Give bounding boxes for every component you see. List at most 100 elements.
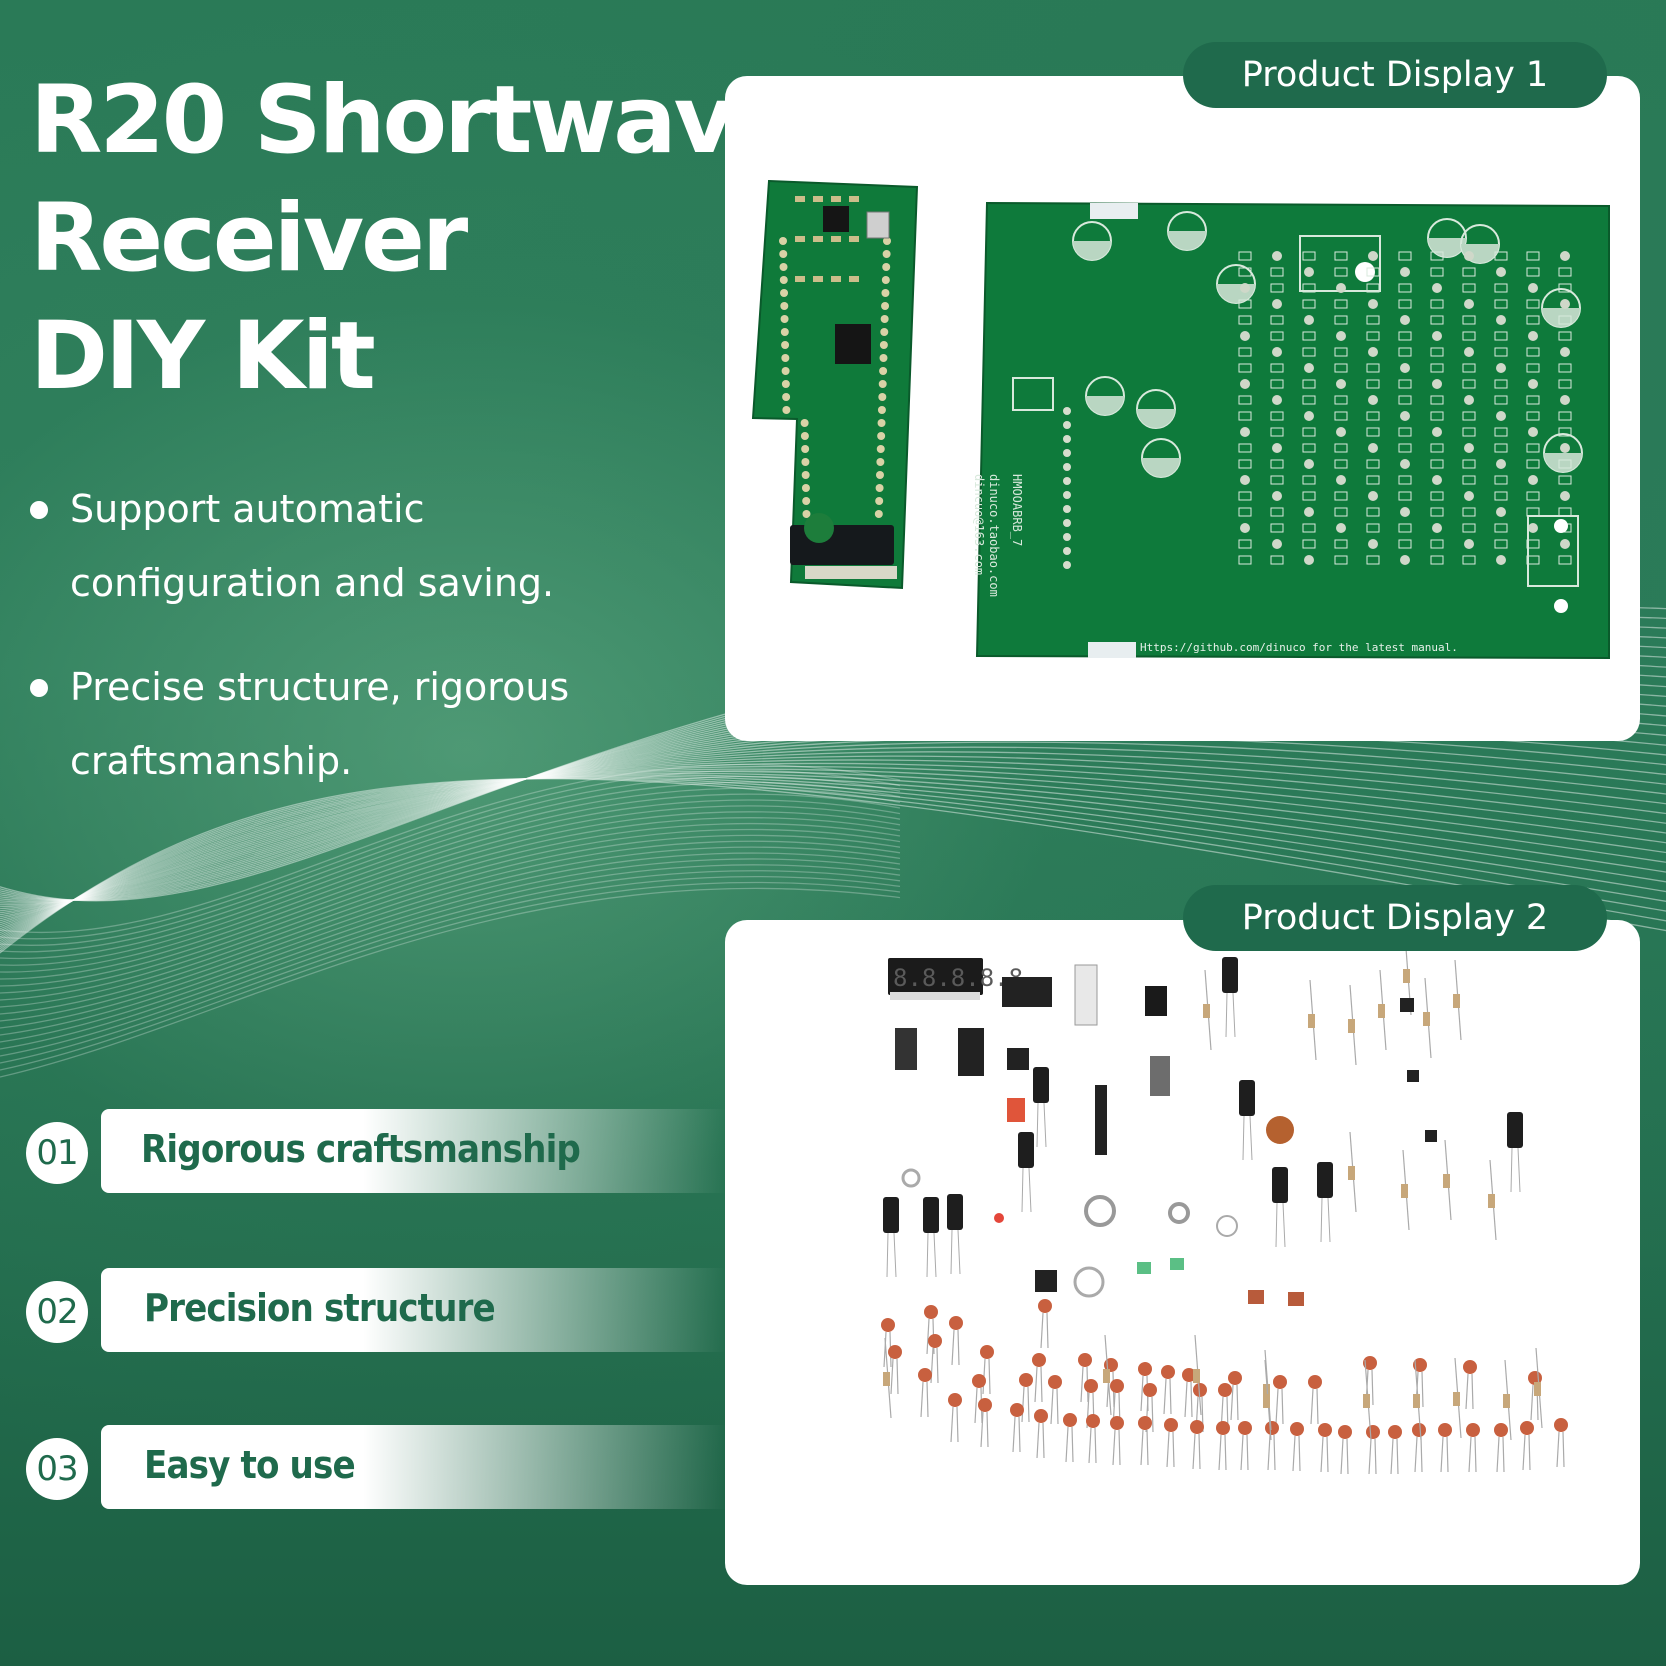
resistor <box>1423 1012 1430 1026</box>
ceramic-capacitor <box>1086 1414 1100 1428</box>
ceramic-capacitor <box>1520 1421 1534 1435</box>
transistor <box>1407 1070 1419 1082</box>
resistor <box>1403 969 1410 983</box>
bnc-connector <box>1074 964 1098 1026</box>
ceramic-capacitor <box>1413 1358 1427 1372</box>
ceramic-capacitor <box>1143 1383 1157 1397</box>
product-display-1-panel: HMOOABRB_7 dinuco.taobao.com dincuo@163.… <box>725 76 1640 741</box>
ceramic-capacitor <box>1038 1299 1052 1313</box>
ceramic-capacitor <box>1048 1375 1062 1389</box>
board-email-text: dincuo@163.com <box>972 474 986 575</box>
resistor <box>1193 1369 1200 1383</box>
kit-components-photo: 8.8.8.8.8 <box>881 934 1568 1475</box>
resistor <box>1453 1392 1460 1406</box>
electrolytic-capacitor <box>1033 1067 1049 1103</box>
ceramic-capacitor <box>978 1398 992 1412</box>
title-line-3: DIY Kit <box>30 302 376 411</box>
hex-nut <box>1168 1202 1190 1224</box>
ceramic-capacitor <box>1290 1422 1304 1436</box>
ceramic-capacitor <box>1363 1356 1377 1370</box>
crystal-filter <box>1248 1290 1264 1304</box>
ceramic-capacitor <box>1138 1362 1152 1376</box>
ceramic-capacitor <box>1010 1403 1024 1417</box>
main-board: HMOOABRB_7 dinuco.taobao.com dincuo@163.… <box>972 201 1610 660</box>
resistor <box>1453 994 1460 1008</box>
feature-label: Rigorous craftsmanship <box>141 1127 581 1171</box>
ceramic-capacitor <box>1463 1360 1477 1374</box>
ceramic-capacitor <box>1438 1423 1452 1437</box>
electrolytic-capacitor <box>1018 1132 1034 1168</box>
ceramic-capacitor <box>1308 1375 1322 1389</box>
ceramic-capacitor <box>1388 1425 1402 1439</box>
electrolytic-capacitor <box>1507 1112 1523 1148</box>
trimmer <box>1137 1262 1151 1274</box>
bullet-line: Support automatic <box>70 487 425 531</box>
ceramic-capacitor <box>1238 1421 1252 1435</box>
rotary-encoder <box>1150 1056 1170 1096</box>
ceramic-capacitor <box>1161 1365 1175 1379</box>
electrolytic-capacitor <box>1239 1080 1255 1116</box>
resistor <box>1363 1394 1370 1408</box>
ceramic-capacitor <box>918 1368 932 1382</box>
ceramic-capacitor <box>948 1393 962 1407</box>
electrolytic-capacitor <box>1222 957 1238 993</box>
dip-switch <box>1007 1098 1025 1122</box>
audio-jack <box>895 1028 917 1070</box>
feature-banner <box>101 1425 726 1509</box>
crystal-filter <box>1288 1292 1304 1306</box>
led <box>994 1213 1004 1223</box>
ceramic-capacitor <box>949 1316 963 1330</box>
ceramic-capacitor <box>1019 1373 1033 1387</box>
bullet-item: Precise structure, rigorous craftsmanshi… <box>28 650 648 798</box>
electrolytic-capacitor <box>883 1197 899 1233</box>
washer <box>1216 1215 1238 1237</box>
resistor <box>1443 1174 1450 1188</box>
ceramic-capacitor <box>1554 1418 1568 1432</box>
ceramic-capacitor <box>888 1345 902 1359</box>
feature-banner <box>101 1109 726 1193</box>
toroid-coil <box>1266 1116 1294 1144</box>
ceramic-capacitor <box>1110 1379 1124 1393</box>
trimmer <box>1170 1258 1184 1270</box>
feature-number-badge: 01 <box>26 1122 88 1184</box>
resistor <box>1401 1184 1408 1198</box>
electrolytic-capacitor <box>1317 1162 1333 1198</box>
bullet-dot-icon <box>30 679 48 697</box>
ceramic-capacitor <box>1318 1423 1332 1437</box>
dc-jack <box>1145 986 1167 1016</box>
board-model-text: HMOOABRB_7 <box>1010 474 1024 546</box>
title-line-1: R20 Shortwave <box>30 66 796 175</box>
electrolytic-capacitor <box>923 1197 939 1233</box>
ceramic-capacitor <box>1032 1353 1046 1367</box>
ceramic-capacitor <box>924 1305 938 1319</box>
ceramic-capacitor <box>1193 1383 1207 1397</box>
ceramic-capacitor <box>1338 1425 1352 1439</box>
product-display-2-panel: 8.8.8.8.8 <box>725 920 1640 1585</box>
resistor <box>1263 1394 1270 1408</box>
crystal <box>866 211 890 239</box>
page-title: R20 Shortwave Receiver DIY Kit <box>30 62 796 416</box>
feature-row-03: 03 Easy to use <box>26 1425 726 1509</box>
ceramic-capacitor <box>1063 1413 1077 1427</box>
ceramic-capacitor <box>1138 1416 1152 1430</box>
resistor <box>1534 1382 1541 1396</box>
ceramic-capacitor <box>1366 1425 1380 1439</box>
pin-header <box>1095 1085 1107 1155</box>
transistor <box>1425 1130 1437 1142</box>
board-shop-text: dinuco.taobao.com <box>987 474 1001 597</box>
feature-label: Easy to use <box>144 1443 356 1487</box>
feature-label: Precision structure <box>144 1286 496 1330</box>
feature-bullets: Support automatic configuration and savi… <box>28 472 648 828</box>
ceramic-capacitor <box>980 1345 994 1359</box>
ceramic-capacitor <box>1273 1375 1287 1389</box>
ceramic-capacitor <box>1216 1421 1230 1435</box>
feature-banner <box>101 1268 726 1352</box>
ic-socket <box>1002 977 1052 1007</box>
feature-number-badge: 02 <box>26 1281 88 1343</box>
resistor <box>1103 1369 1110 1383</box>
pcb-boards-photo: HMOOABRB_7 dinuco.taobao.com dincuo@163.… <box>751 179 1610 660</box>
electrolytic-capacitor <box>1272 1167 1288 1203</box>
resistor <box>883 1372 890 1386</box>
ceramic-capacitor <box>1034 1409 1048 1423</box>
bullet-item: Support automatic configuration and savi… <box>28 472 648 620</box>
